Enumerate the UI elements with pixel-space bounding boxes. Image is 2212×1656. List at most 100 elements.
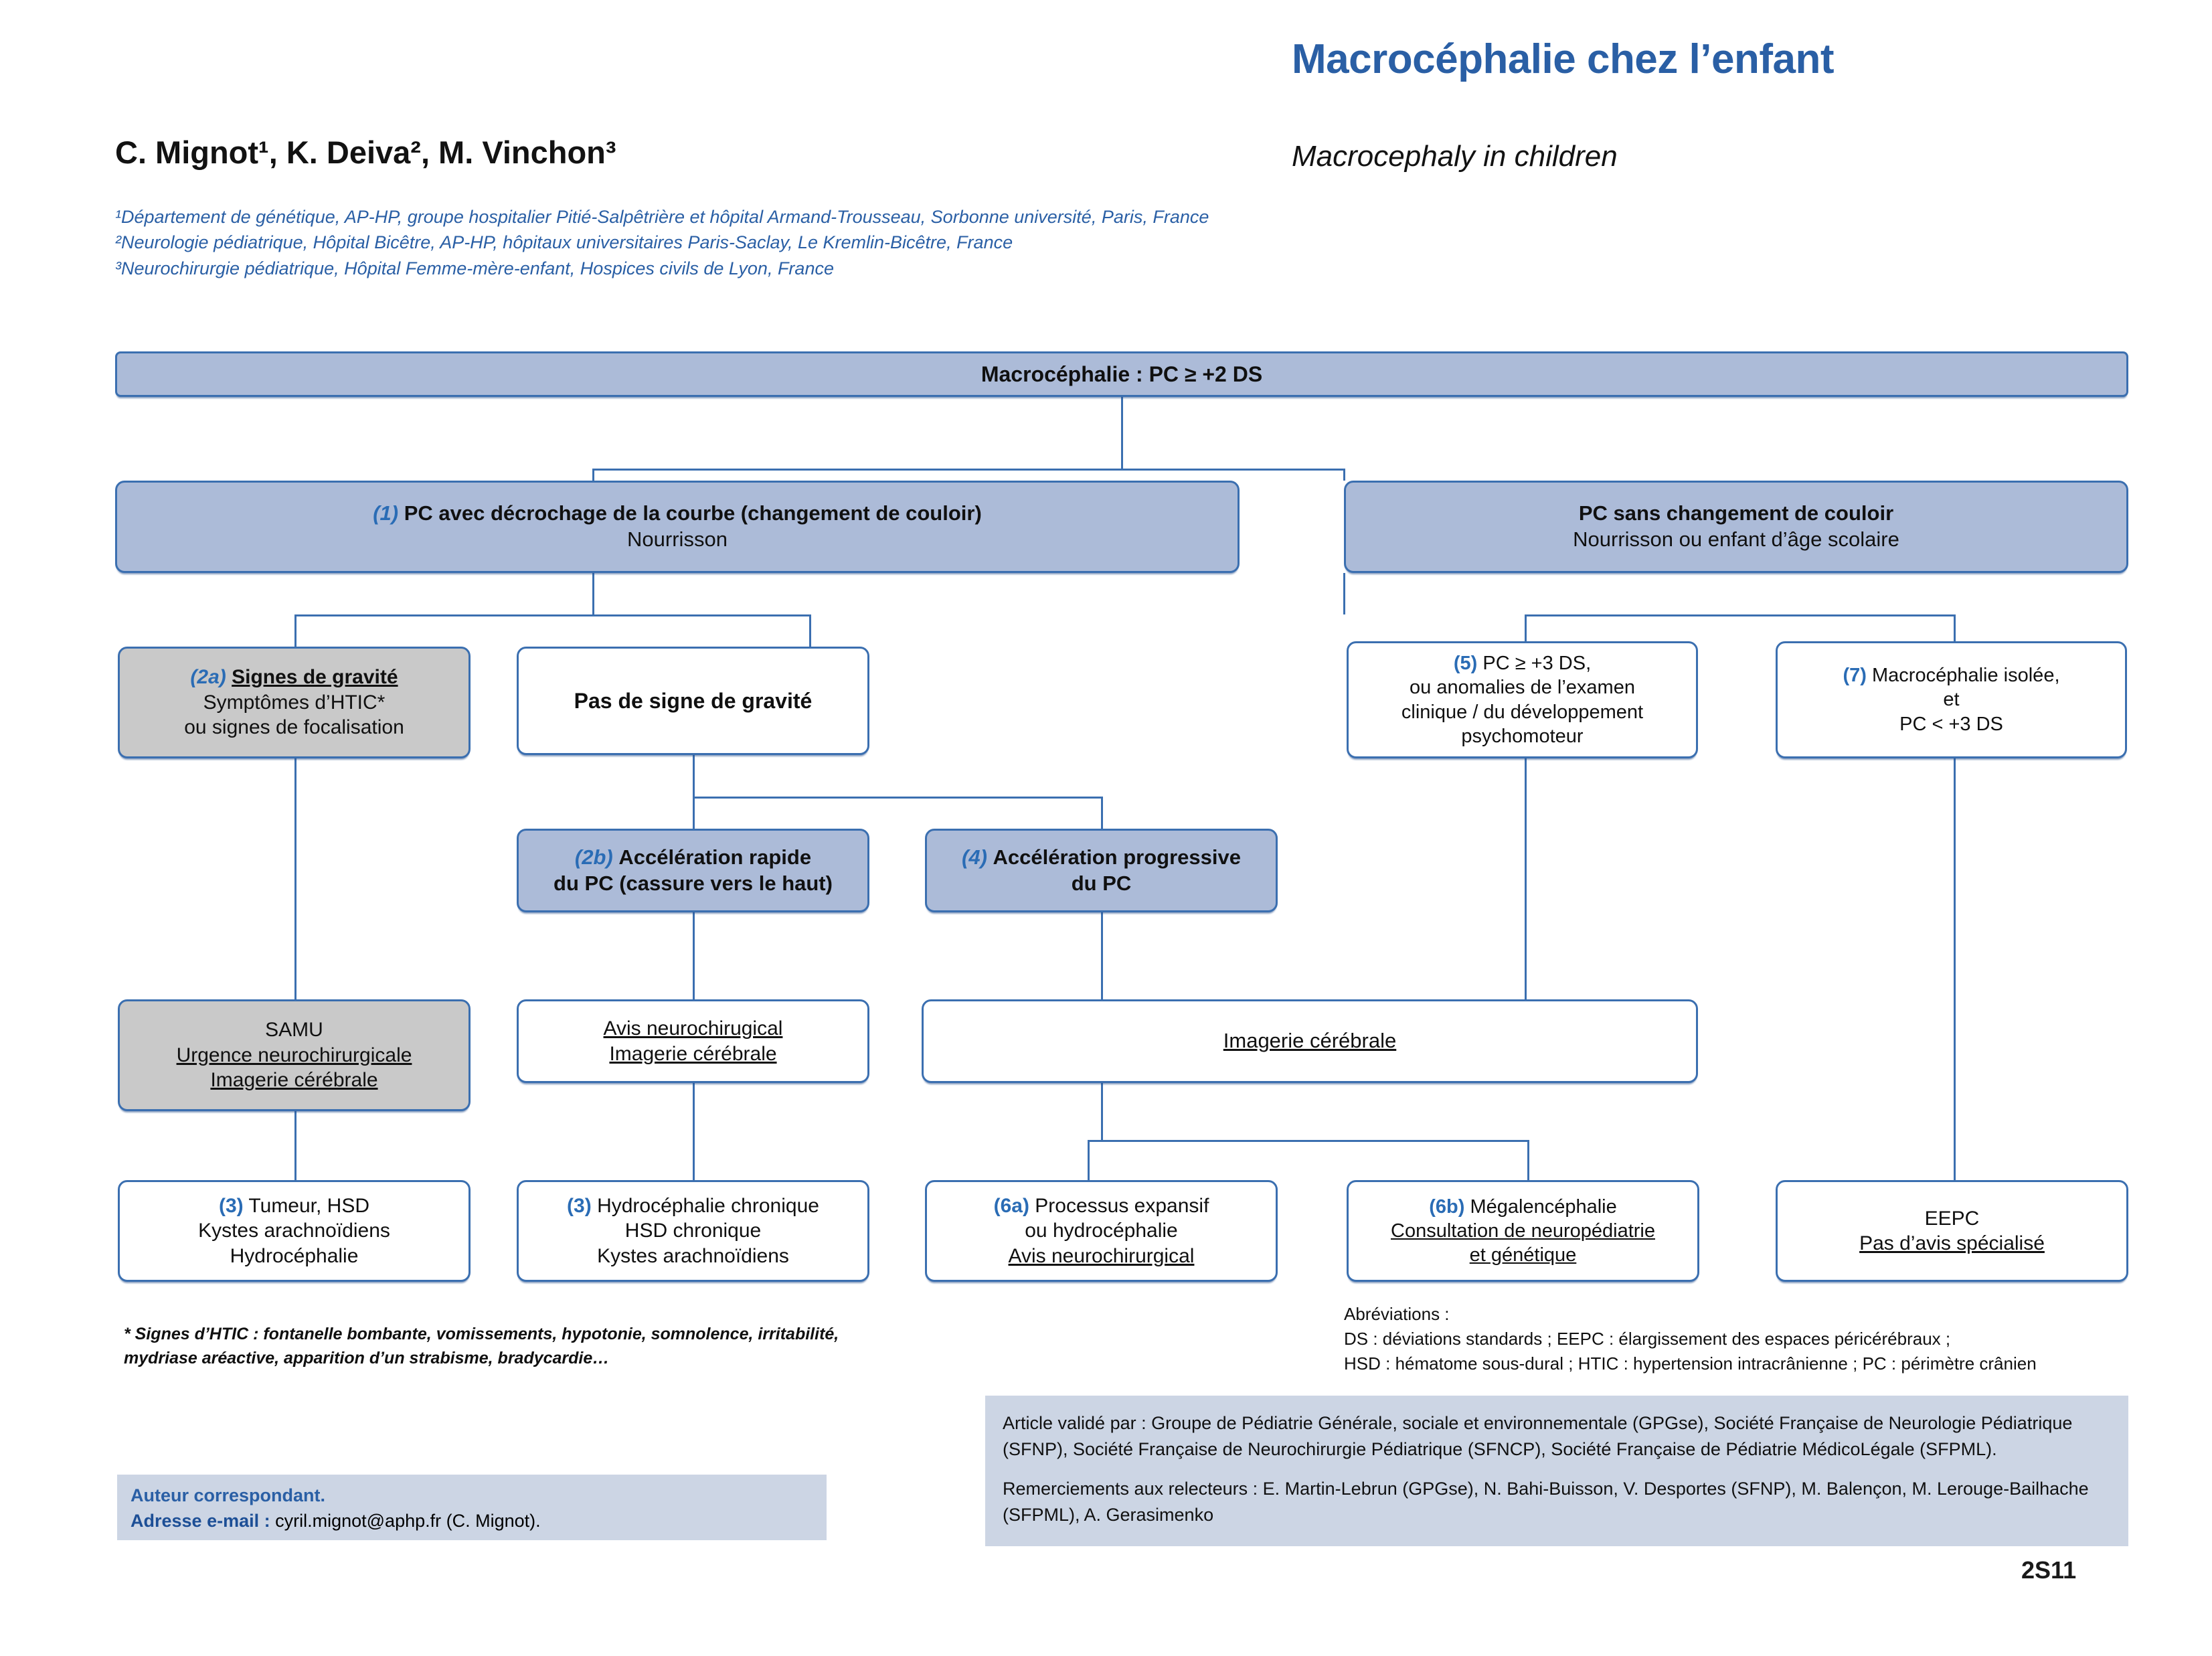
node-branch-left-line1: PC avec décrochage de la courbe (changem…	[404, 501, 982, 525]
connector-7-to-eepc	[1954, 758, 1956, 1180]
connector-to-6b	[1527, 1140, 1529, 1180]
node-eepc-line1: EEPC	[1924, 1207, 1980, 1230]
connector-samu-to-3a	[294, 1111, 296, 1180]
abbreviations-line-1: DS : déviations standards ; EEPC : élarg…	[1344, 1328, 1951, 1349]
node-3b-line2: HSD chronique	[624, 1220, 762, 1242]
node-6a-line2: ou hydrocéphalie	[1025, 1220, 1178, 1242]
node-2a-line2: Symptômes d’HTIC*	[203, 691, 386, 714]
connector-5-to-imagerie	[1525, 758, 1527, 999]
node-2a-ref: (2a)	[190, 666, 226, 689]
connector-to-2b	[693, 797, 695, 829]
node-7-line3: PC < +3 DS	[1899, 713, 2003, 735]
node-2b-acceleration-rapide[interactable]: (2b) Accélération rapide du PC (cassure …	[517, 829, 869, 912]
affiliation-2: ²Neurologie pédiatrique, Hôpital Bicêtre…	[115, 232, 1013, 253]
node-branch-right-line2: Nourrisson ou enfant d’âge scolaire	[1573, 527, 1899, 551]
node-4-ref: (4)	[962, 845, 987, 869]
node-5-line3: clinique / du développement	[1401, 701, 1644, 723]
connector-to-6a	[1088, 1140, 1090, 1180]
node-6b-line1: Mégalencéphalie	[1470, 1195, 1617, 1218]
node-7-line2: et	[1943, 689, 1960, 711]
connector-to-5	[1525, 614, 1527, 641]
connector-nog-down	[693, 755, 695, 797]
node-5-line1: PC ≥ +3 DS,	[1482, 653, 1592, 674]
abbreviations-block: Abréviations : DS : déviations standards…	[1344, 1302, 2160, 1376]
node-pas-de-signe-gravite-label: Pas de signe de gravité	[574, 689, 813, 713]
email-value[interactable]: cyril.mignot@aphp.fr (C. Mignot).	[275, 1511, 541, 1531]
node-2a-line3: ou signes de focalisation	[184, 716, 404, 739]
node-2a-signes-gravite[interactable]: (2a) Signes de gravité Symptômes d’HTIC*…	[118, 647, 471, 758]
node-branch-right-line1: PC sans changement de couloir	[1578, 501, 1894, 525]
abbreviations-line-2: HSD : hématome sous-dural ; HTIC : hyper…	[1344, 1353, 2037, 1374]
node-4-line2: du PC	[1071, 871, 1132, 895]
node-7-macrocephalie-isolee[interactable]: (7) Macrocéphalie isolée, et PC < +3 DS	[1776, 641, 2127, 758]
connector-imagerie-down	[1101, 1083, 1103, 1140]
page-title-fr: Macrocéphalie chez l’enfant	[1292, 36, 1834, 82]
node-imagerie-cerebrale-label: Imagerie cérébrale	[1223, 1029, 1397, 1053]
connector-to-7	[1954, 614, 1956, 641]
connector-right-down	[1343, 573, 1345, 614]
node-avis-line1: Avis neurochirugical	[603, 1017, 783, 1040]
node-eepc[interactable]: EEPC Pas d’avis spécialisé	[1776, 1180, 2128, 1282]
node-avis-neurochirurgical[interactable]: Avis neurochirugical Imagerie cérébrale	[517, 999, 869, 1083]
corresponding-author-label: Auteur correspondant.	[131, 1485, 326, 1505]
node-2b-line1: Accélération rapide	[618, 845, 812, 869]
validation-panel: Article validé par : Groupe de Pédiatrie…	[985, 1396, 2128, 1546]
htic-footnote: * Signes d’HTIC : fontanelle bombante, v…	[124, 1325, 839, 1368]
node-6a-line1: Processus expansif	[1035, 1194, 1209, 1217]
page-number: 2S11	[2021, 1556, 2077, 1584]
validation-paragraph-2: Remerciements aux relecteurs : E. Martin…	[1003, 1479, 2089, 1525]
node-3a-ref: (3)	[218, 1194, 244, 1217]
node-root-label: Macrocéphalie : PC ≥ +2 DS	[981, 362, 1263, 386]
node-root[interactable]: Macrocéphalie : PC ≥ +2 DS	[115, 351, 2128, 397]
affiliations: ¹Département de génétique, AP-HP, groupe…	[115, 204, 1253, 281]
node-branch-right[interactable]: PC sans changement de couloir Nourrisson…	[1344, 481, 2128, 573]
abbreviations-heading: Abréviations :	[1344, 1304, 1450, 1324]
connector-left-down	[592, 573, 594, 614]
node-3a-line3: Hydrocéphalie	[230, 1244, 359, 1267]
node-2b-ref: (2b)	[574, 845, 613, 869]
node-7-ref: (7)	[1843, 665, 1867, 687]
node-6a-processus-expansif[interactable]: (6a) Processus expansif ou hydrocéphalie…	[925, 1180, 1278, 1282]
node-2a-line1: Signes de gravité	[232, 666, 398, 689]
node-4-acceleration-progressive[interactable]: (4) Accélération progressive du PC	[925, 829, 1278, 912]
connector-to-no-gravity	[809, 614, 811, 647]
connector-right-bar	[1525, 614, 1956, 616]
node-samu-line3: Imagerie cérébrale	[210, 1069, 378, 1092]
node-pas-de-signe-gravite[interactable]: Pas de signe de gravité	[517, 647, 869, 755]
node-3a-tumeur[interactable]: (3) Tumeur, HSD Kystes arachnoïdiens Hyd…	[118, 1180, 471, 1282]
node-4-line1: Accélération progressive	[993, 845, 1241, 869]
node-3b-line3: Kystes arachnoïdiens	[597, 1244, 789, 1267]
node-6a-ref: (6a)	[993, 1194, 1029, 1217]
node-3b-ref: (3)	[567, 1194, 592, 1217]
node-3a-line2: Kystes arachnoïdiens	[198, 1220, 390, 1242]
node-3b-hydrocephalie-chronique[interactable]: (3) Hydrocéphalie chronique HSD chroniqu…	[517, 1180, 869, 1282]
connector-level1-bar	[592, 469, 1345, 471]
node-5-pc-3ds[interactable]: (5) PC ≥ +3 DS, ou anomalies de l’examen…	[1347, 641, 1698, 758]
node-samu-line2: Urgence neurochirurgicale	[176, 1044, 412, 1066]
node-branch-left-ref: (1)	[373, 501, 399, 525]
node-avis-line2: Imagerie cérébrale	[609, 1042, 777, 1065]
node-samu[interactable]: SAMU Urgence neurochirurgicale Imagerie …	[118, 999, 471, 1111]
node-6b-line3: et génétique	[1469, 1244, 1577, 1266]
connector-imagerie-bar	[1088, 1140, 1529, 1142]
author-list: C. Mignot¹, K. Deiva², M. Vinchon³	[115, 135, 616, 170]
connector-to-4	[1101, 797, 1103, 829]
connector-nog-bar	[693, 797, 1102, 799]
connector-root-down	[1121, 397, 1123, 469]
node-branch-left[interactable]: (1) PC avec décrochage de la courbe (cha…	[115, 481, 1240, 573]
node-eepc-line2: Pas d’avis spécialisé	[1859, 1232, 2045, 1254]
connector-to-2a	[294, 614, 296, 647]
node-6b-ref: (6b)	[1429, 1195, 1465, 1218]
connector-2b-to-avis	[693, 912, 695, 999]
connector-left-bar	[294, 614, 811, 616]
corresponding-author-panel: Auteur correspondant. Adresse e-mail : c…	[117, 1475, 827, 1540]
node-imagerie-cerebrale[interactable]: Imagerie cérébrale	[922, 999, 1698, 1083]
affiliation-3: ³Neurochirurgie pédiatrique, Hôpital Fem…	[115, 258, 834, 278]
validation-paragraph-1: Article validé par : Groupe de Pédiatrie…	[1003, 1413, 2073, 1460]
node-6a-line3: Avis neurochirurgical	[1008, 1244, 1195, 1267]
affiliation-1: ¹Département de génétique, AP-HP, groupe…	[115, 207, 1209, 227]
node-6b-megalencephalie[interactable]: (6b) Mégalencéphalie Consultation de neu…	[1347, 1180, 1699, 1282]
connector-avis-to-3b	[693, 1083, 695, 1180]
email-label: Adresse e-mail :	[131, 1511, 270, 1531]
